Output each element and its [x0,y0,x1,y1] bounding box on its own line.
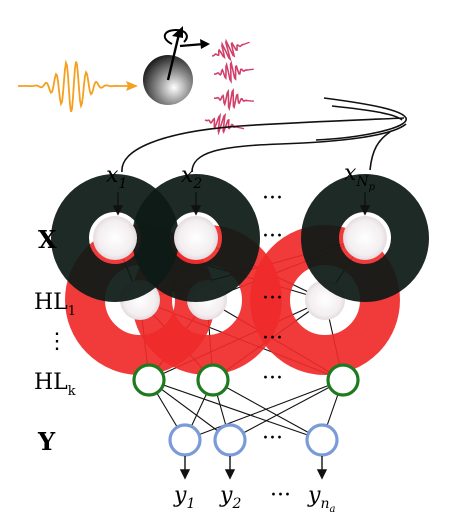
hiddenk-output-edge-3-1 [184,379,344,441]
ellipsis-hidden1: ··· [262,286,283,311]
output-ellipsis: ··· [270,483,291,508]
emitted-arrow-2 [245,68,254,71]
emitted-pulse-3 [213,87,248,112]
output-node-1 [168,423,202,457]
signal-curve-x1 [121,117,405,173]
hiddenk-node-1 [132,363,166,397]
spin-arrow [166,33,181,81]
emitted-pulse-1 [211,38,244,62]
laser-wave [18,59,130,113]
output-layer [168,423,339,457]
hiddenk-output-edge-3-2 [229,379,344,441]
hiddenk-output-edge-1-3 [148,379,323,441]
laser-arrow-head [126,81,138,91]
output-label-3: yna [307,483,335,515]
signal-curve-x2 [191,123,407,173]
emitted-pulses [204,38,254,136]
hiddenk-output-edge-2-3 [212,379,323,441]
hiddenk-output-edge-1-2 [148,379,231,441]
input-arrows [112,192,371,216]
input-label-1: x1 [106,163,127,192]
hidden-layer-k-label: HLk [34,370,76,399]
output-node-2 [213,423,247,457]
ellipsis-input: ··· [262,224,283,249]
output-layer-label: Y [37,427,56,456]
dipole-arrow [179,42,205,48]
emitted-arrow-1 [241,41,250,46]
ellipsis-hiddenk: ··· [262,366,283,391]
vertical-ellipsis: ⋮ [46,329,68,354]
emitted-pulse-4 [204,112,239,136]
emitted-arrow-4 [236,126,245,130]
input-label-2: x2 [181,163,202,192]
hiddenk-node-3 [326,363,360,397]
input-node-2 [174,216,218,260]
hidden-layer-1-label: HL1 [34,290,76,319]
output-label-1: y1 [173,483,195,512]
signal-curve-outer [315,97,407,141]
signal-curve-xnp [369,131,391,171]
spin-rotation-arrow [163,28,188,45]
ellipsis-output: ··· [262,426,283,451]
signal-curves [121,97,407,173]
output-arrows [179,456,328,480]
hidden-layer-k [132,363,360,397]
signal-curve-inner [331,105,403,121]
laser-pulse-illustration [18,59,138,113]
output-node-3 [305,423,339,457]
input-node-3 [343,216,387,260]
emitted-arrow-3 [245,99,254,102]
ellipsis-top: ··· [262,186,283,211]
atom-illustration [143,26,210,105]
output-label-2: y2 [219,483,241,512]
input-label-3: xNp [344,161,376,193]
ellipsis-hidden1-lower: ··· [262,326,283,351]
dipole-arrow-head [200,39,210,49]
input-node-1 [93,216,137,260]
hiddenk-node-2 [196,363,230,397]
spin-arrow-head [172,26,183,38]
input-layer-label: X [38,225,57,254]
emitted-pulse-2 [213,60,248,84]
